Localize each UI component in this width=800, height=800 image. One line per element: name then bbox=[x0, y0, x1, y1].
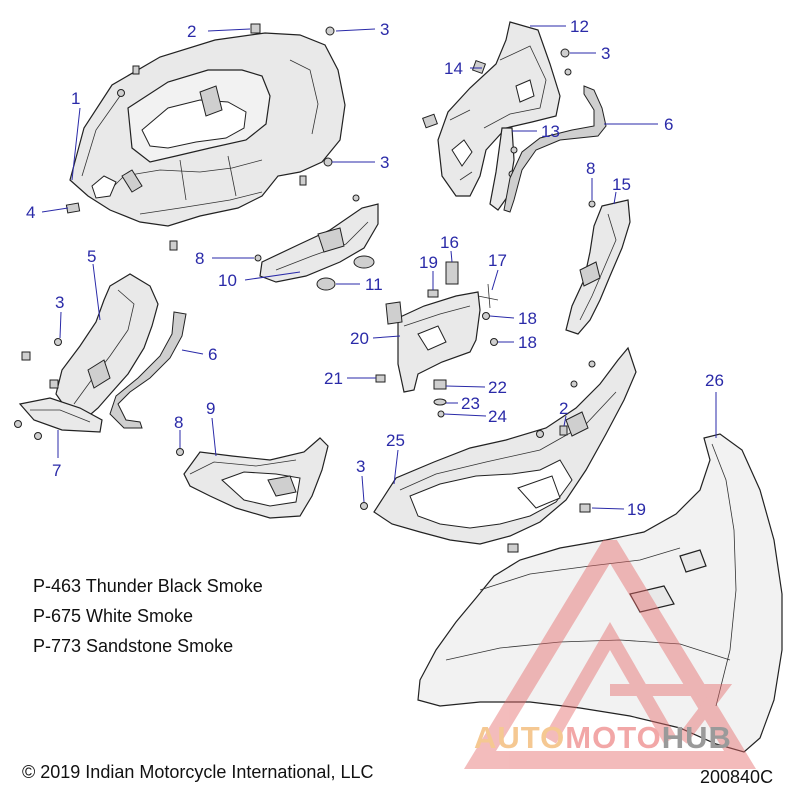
part-rubber-strip-lower bbox=[109, 311, 187, 429]
callout-3: 3 bbox=[380, 153, 389, 172]
part-rubber-strip-upper bbox=[503, 85, 607, 213]
callout-19: 19 bbox=[419, 253, 438, 272]
callout-22: 22 bbox=[488, 378, 507, 397]
fasteners-top-left bbox=[65, 23, 335, 251]
callout-5: 5 bbox=[87, 247, 96, 266]
callout-12: 12 bbox=[570, 17, 589, 36]
callout-3: 3 bbox=[55, 293, 64, 312]
callout-16: 16 bbox=[440, 233, 459, 252]
part-side-panel-right bbox=[565, 199, 631, 335]
callout-9: 9 bbox=[206, 399, 215, 418]
watermark-text: AUTOMOTOHUB bbox=[474, 720, 732, 756]
part-lower-right-panel bbox=[360, 346, 637, 553]
callout-3: 3 bbox=[356, 457, 365, 476]
callout-8: 8 bbox=[174, 413, 183, 432]
part-lower-center-panel bbox=[176, 437, 329, 519]
callout-15: 15 bbox=[612, 175, 631, 194]
callout-6: 6 bbox=[664, 115, 673, 134]
callout-8: 8 bbox=[586, 159, 595, 178]
callout-19: 19 bbox=[627, 500, 646, 519]
callout-4: 4 bbox=[26, 203, 35, 222]
part-side-panel-left bbox=[21, 273, 159, 421]
callout-6: 6 bbox=[208, 345, 217, 364]
watermark-moto: MOTO bbox=[565, 720, 662, 755]
callout-13: 13 bbox=[541, 122, 560, 141]
leader-lines bbox=[41, 25, 717, 510]
color-option-white-smoke: P-675 White Smoke bbox=[33, 606, 194, 626]
callout-11: 11 bbox=[365, 275, 383, 294]
callout-24: 24 bbox=[488, 407, 507, 426]
watermark-auto: AUTO bbox=[474, 720, 566, 755]
callout-25: 25 bbox=[386, 431, 405, 450]
callout-21: 21 bbox=[324, 369, 343, 388]
callout-20: 20 bbox=[350, 329, 369, 348]
callout-labels: 1 2 3 3 4 12 3 14 6 13 8 15 5 3 6 8 10 1… bbox=[26, 17, 724, 519]
callout-8: 8 bbox=[195, 249, 204, 268]
color-option-sandstone-smoke: P-773 Sandstone Smoke bbox=[33, 636, 234, 656]
callout-7: 7 bbox=[52, 461, 61, 480]
copyright-notice: © 2019 Indian Motorcycle International, … bbox=[22, 762, 374, 782]
callout-23: 23 bbox=[461, 394, 480, 413]
callout-10: 10 bbox=[218, 271, 237, 290]
part-bottom-trim-left bbox=[14, 397, 103, 440]
part-inner-panel-right bbox=[422, 21, 572, 197]
part-mounting-bracket bbox=[375, 261, 499, 418]
callout-17: 17 bbox=[488, 251, 507, 270]
callout-26: 26 bbox=[705, 371, 724, 390]
color-option-thunder-black-smoke: P-463 Thunder Black Smoke bbox=[33, 576, 263, 596]
callout-3: 3 bbox=[380, 20, 389, 39]
part-lower-bracket bbox=[254, 194, 379, 291]
drawing-number: 200840C bbox=[700, 767, 774, 787]
callout-2: 2 bbox=[187, 22, 196, 41]
part-inner-fairing bbox=[69, 32, 346, 227]
callout-18: 18 bbox=[518, 309, 537, 328]
callout-3: 3 bbox=[601, 44, 610, 63]
callout-1: 1 bbox=[71, 89, 80, 108]
callout-2: 2 bbox=[559, 399, 568, 418]
watermark-hub: HUB bbox=[661, 720, 732, 755]
callout-18: 18 bbox=[518, 333, 537, 352]
callout-14: 14 bbox=[444, 59, 463, 78]
part-outer-fairing bbox=[417, 433, 783, 753]
